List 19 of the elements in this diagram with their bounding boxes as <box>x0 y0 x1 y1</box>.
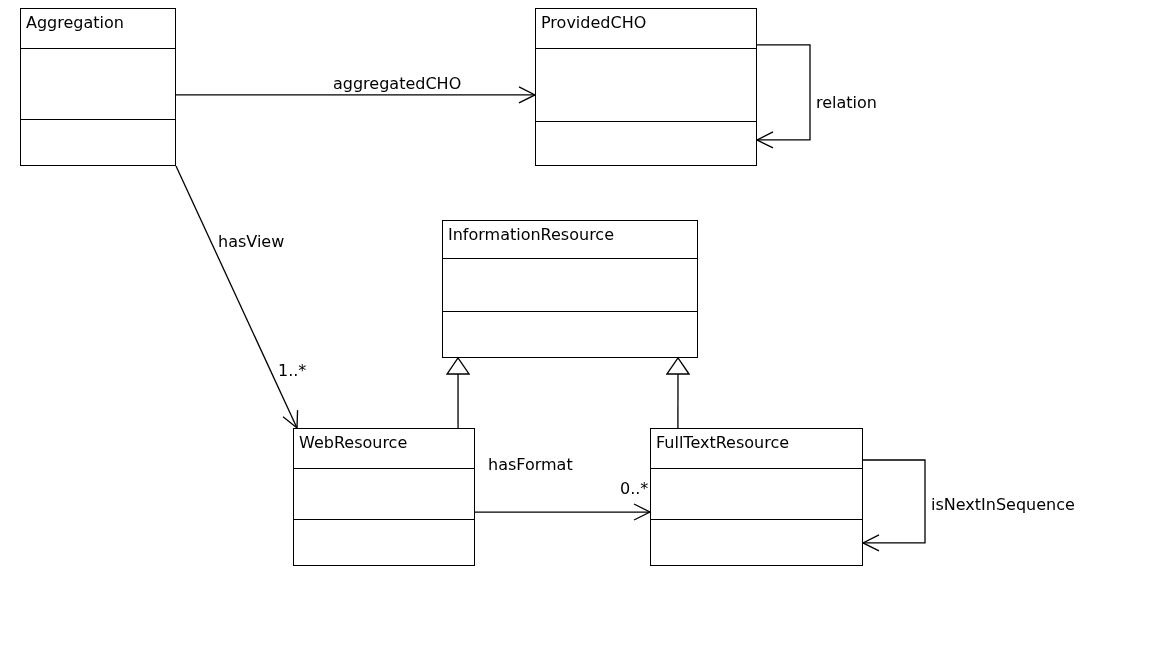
association-arrow <box>474 503 651 521</box>
generalization-arrow <box>666 357 690 429</box>
class-box <box>442 220 698 358</box>
class-name: FullTextResource <box>651 429 862 469</box>
class-box <box>20 8 176 166</box>
class-name: ProvidedCHO <box>536 9 756 49</box>
edge-label: isNextInSequence <box>931 496 1075 514</box>
association-arrow <box>175 165 299 429</box>
association-arrow <box>175 86 536 104</box>
edge-label: aggregatedCHO <box>333 75 462 93</box>
class-box <box>535 8 757 166</box>
class-name: Aggregation <box>21 9 175 49</box>
class-box <box>293 428 475 566</box>
generalization-arrow <box>446 357 470 429</box>
class-name: InformationResource <box>443 221 697 259</box>
self-association-arrow <box>756 44 811 149</box>
class-box <box>650 428 863 566</box>
class-name: WebResource <box>294 429 474 469</box>
self-association-arrow <box>862 459 926 552</box>
